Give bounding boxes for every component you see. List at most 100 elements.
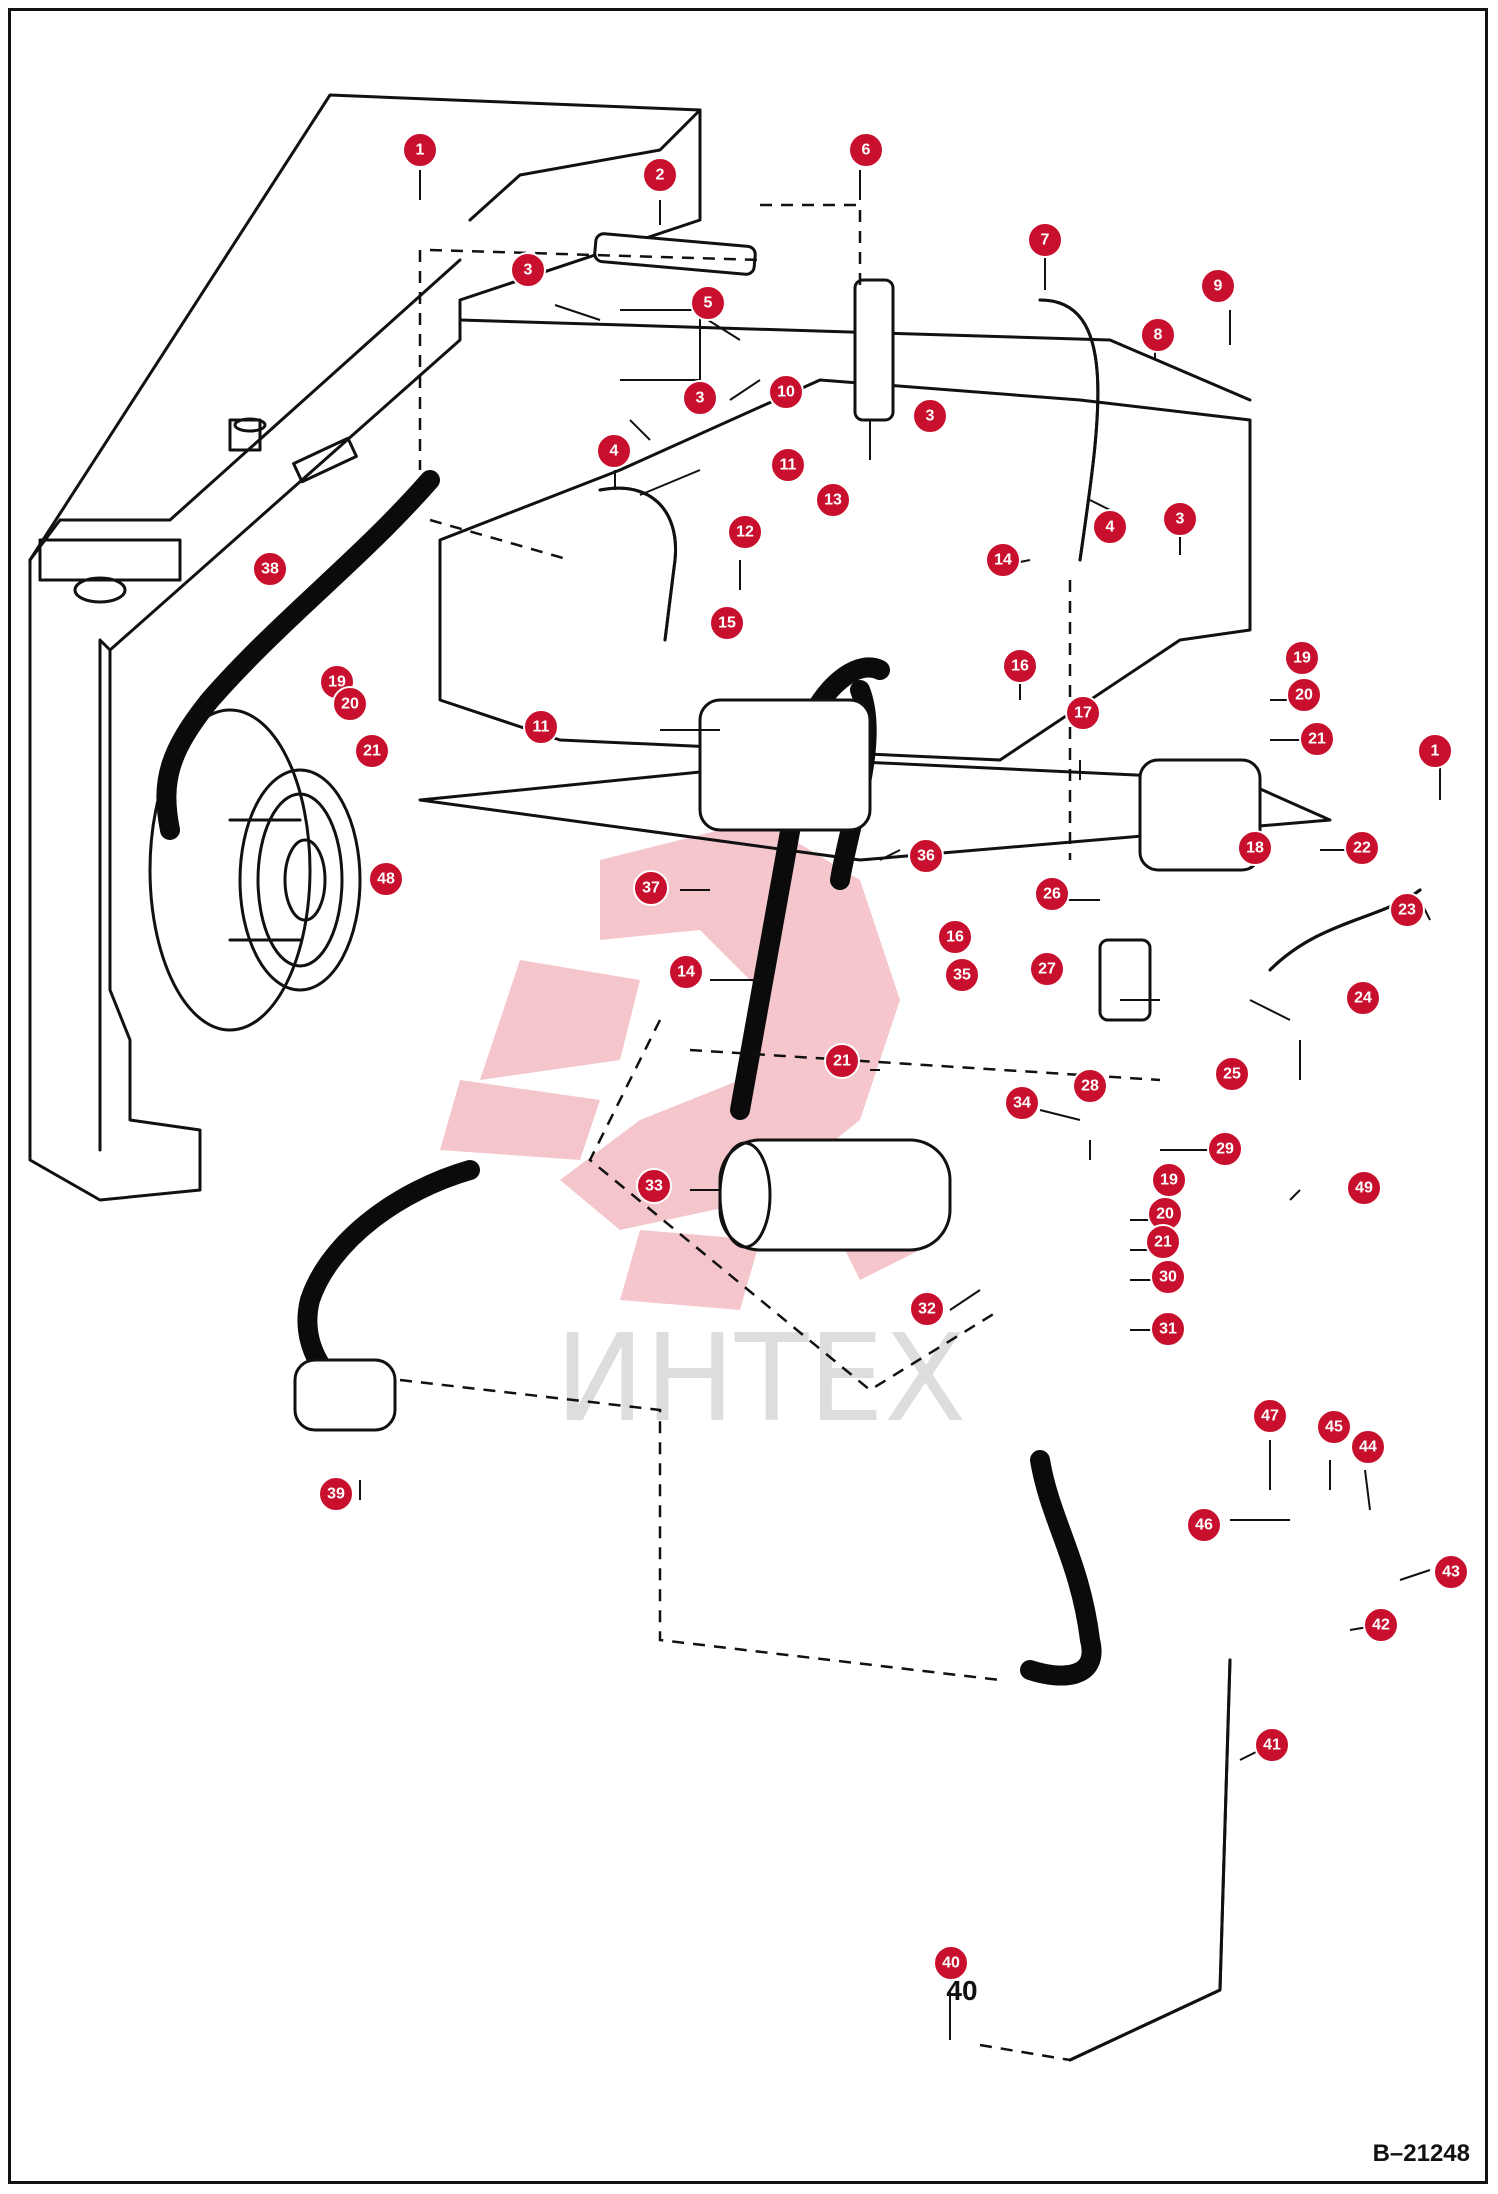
callout-43: 43 — [1433, 1554, 1469, 1590]
callout-11: 11 — [523, 709, 559, 745]
svg-text:47: 47 — [1261, 1408, 1279, 1425]
callout-14: 14 — [985, 542, 1021, 578]
callout-4: 4 — [596, 433, 632, 469]
callout-20: 20 — [1147, 1196, 1183, 1232]
svg-text:31: 31 — [1159, 1321, 1177, 1338]
svg-text:17: 17 — [1074, 705, 1092, 722]
svg-text:21: 21 — [833, 1053, 851, 1070]
callout-3: 3 — [682, 380, 718, 416]
callout-33: 33 — [636, 1168, 672, 1204]
svg-text:16: 16 — [1011, 658, 1029, 675]
callout-31: 31 — [1150, 1311, 1186, 1347]
svg-text:30: 30 — [1159, 1269, 1177, 1286]
svg-text:3: 3 — [696, 390, 705, 407]
leader-lines — [399, 203, 1161, 2062]
tubes-and-fittings — [293, 232, 1422, 2062]
callout-41: 41 — [1254, 1727, 1290, 1763]
svg-text:20: 20 — [1295, 687, 1313, 704]
callout-7: 7 — [1027, 222, 1063, 258]
callout-1: 1 — [402, 132, 438, 168]
svg-text:9: 9 — [1214, 278, 1223, 295]
svg-text:29: 29 — [1216, 1141, 1234, 1158]
callout-42: 42 — [1363, 1607, 1399, 1643]
svg-text:20: 20 — [341, 696, 359, 713]
callout-22: 22 — [1344, 830, 1380, 866]
callout-36: 36 — [908, 838, 944, 874]
callout-47: 47 — [1252, 1398, 1288, 1434]
svg-text:1: 1 — [1431, 743, 1440, 760]
svg-text:11: 11 — [780, 457, 797, 474]
svg-text:24: 24 — [1354, 990, 1372, 1007]
callout-21: 21 — [824, 1043, 860, 1079]
callout-leaders — [359, 170, 1441, 2040]
svg-text:18: 18 — [1246, 840, 1264, 857]
svg-text:10: 10 — [777, 384, 795, 401]
svg-text:3: 3 — [926, 408, 935, 425]
callout-16: 16 — [1002, 648, 1038, 684]
radiator-assembly — [28, 93, 702, 1202]
hoses — [156, 470, 1102, 1686]
svg-text:2: 2 — [656, 167, 665, 184]
callout-37: 37 — [633, 870, 669, 906]
svg-text:21: 21 — [1308, 731, 1326, 748]
callout-45: 45 — [1316, 1409, 1352, 1445]
watermark: ИНТЕХ — [440, 820, 966, 1449]
callout-21: 21 — [354, 733, 390, 769]
callout-21: 21 — [1145, 1224, 1181, 1260]
document-id: B–21248 — [1372, 2140, 1470, 2167]
svg-text:26: 26 — [1043, 886, 1061, 903]
svg-text:41: 41 — [1263, 1737, 1281, 1754]
svg-text:46: 46 — [1195, 1517, 1213, 1534]
print-label-40: 40 — [946, 1975, 977, 2006]
callout-32: 32 — [909, 1291, 945, 1327]
callout-29: 29 — [1207, 1131, 1243, 1167]
callout-46: 46 — [1186, 1507, 1222, 1543]
svg-text:36: 36 — [917, 848, 935, 865]
callout-10: 10 — [768, 374, 804, 410]
svg-text:1: 1 — [416, 142, 425, 159]
callout-39: 39 — [318, 1476, 354, 1512]
svg-text:43: 43 — [1442, 1564, 1460, 1581]
callout-16: 16 — [937, 919, 973, 955]
callout-17: 17 — [1065, 695, 1101, 731]
callout-21: 21 — [1299, 721, 1335, 757]
svg-text:21: 21 — [363, 743, 381, 760]
callout-19: 19 — [1284, 640, 1320, 676]
svg-text:3: 3 — [1176, 511, 1185, 528]
callout-20: 20 — [1286, 677, 1322, 713]
svg-text:11: 11 — [533, 719, 550, 736]
callouts: 1 2 6 7 9 3 5 8 3 10 3 4 11 13 4 3 12 14… — [252, 132, 1469, 1981]
svg-text:16: 16 — [946, 929, 964, 946]
callout-6: 6 — [848, 132, 884, 168]
watermark-text: ИНТЕХ — [555, 1310, 966, 1449]
callout-44: 44 — [1350, 1429, 1386, 1465]
svg-text:28: 28 — [1081, 1078, 1099, 1095]
callout-15: 15 — [709, 605, 745, 641]
svg-text:35: 35 — [953, 967, 971, 984]
svg-text:8: 8 — [1154, 327, 1163, 344]
svg-text:48: 48 — [377, 871, 395, 888]
callout-19: 19 — [1151, 1162, 1187, 1198]
callout-28: 28 — [1072, 1068, 1108, 1104]
svg-text:25: 25 — [1223, 1066, 1241, 1083]
svg-text:13: 13 — [824, 492, 842, 509]
callout-35: 35 — [944, 957, 980, 993]
svg-text:19: 19 — [328, 674, 346, 691]
callout-20: 20 — [332, 686, 368, 722]
callout-1: 1 — [1417, 733, 1453, 769]
svg-text:39: 39 — [327, 1486, 345, 1503]
svg-text:45: 45 — [1325, 1419, 1343, 1436]
svg-text:14: 14 — [994, 552, 1012, 569]
diagram-frame — [8, 8, 1488, 2184]
callout-3: 3 — [912, 398, 948, 434]
callout-48: 48 — [368, 861, 404, 897]
svg-text:5: 5 — [704, 295, 713, 312]
callout-38: 38 — [252, 551, 288, 587]
svg-text:23: 23 — [1398, 902, 1416, 919]
callout-5: 5 — [690, 285, 726, 321]
svg-text:12: 12 — [736, 524, 754, 541]
callout-34: 34 — [1004, 1085, 1040, 1121]
svg-text:34: 34 — [1013, 1095, 1031, 1112]
svg-text:22: 22 — [1353, 840, 1371, 857]
